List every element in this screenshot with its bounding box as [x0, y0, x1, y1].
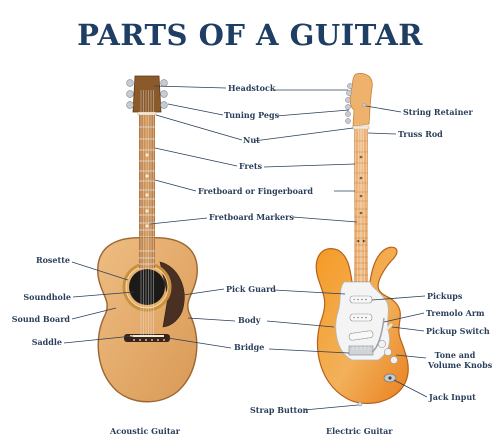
- label-strap-button: Strap Button: [250, 405, 309, 415]
- label-frets: Frets: [239, 161, 263, 171]
- label-body: Body: [238, 315, 261, 325]
- acoustic-headstock: [132, 75, 162, 113]
- electric-guitar: [315, 73, 409, 407]
- label-truss-rod: Truss Rod: [398, 129, 443, 139]
- acoustic-soundhole: [129, 269, 165, 305]
- electric-tuning-pegs: [345, 83, 353, 124]
- label-headstock: Headstock: [228, 83, 276, 93]
- label-sound-board: Sound Board: [11, 314, 70, 324]
- label-volume-knobs: Volume Knobs: [428, 360, 493, 370]
- label-tremolo-arm: Tremolo Arm: [426, 308, 485, 318]
- acoustic-strings: [140, 90, 154, 336]
- electric-tremolo-arm: [371, 317, 385, 353]
- label-bridge: Bridge: [234, 342, 265, 352]
- label-jack-input: Jack Input: [429, 392, 476, 402]
- acoustic-tuning-pegs: [126, 79, 168, 109]
- label-saddle: Saddle: [31, 337, 62, 347]
- label-soundhole: Soundhole: [23, 292, 71, 302]
- label-tone-and: Tone and: [434, 350, 476, 360]
- label-pick-guard: Pick Guard: [226, 284, 276, 294]
- acoustic-guitar: [97, 75, 198, 403]
- electric-strings: [352, 123, 370, 351]
- label-tuning-pegs: Tuning Pegs: [224, 110, 280, 120]
- label-fretboard: Fretboard or Fingerboard: [198, 186, 313, 196]
- leader-lines: [63, 85, 428, 411]
- electric-string-retainer: [362, 102, 367, 107]
- label-pickup-switch: Pickup Switch: [426, 326, 490, 336]
- label-pickups: Pickups: [427, 291, 463, 301]
- page-title: PARTS OF A GUITAR: [77, 18, 423, 52]
- label-rosette: Rosette: [35, 255, 70, 265]
- electric-knobs: [378, 340, 398, 364]
- label-fretboard-markers: Fretboard Markers: [209, 212, 294, 222]
- label-nut: Nut: [243, 135, 260, 145]
- label-string-retainer: String Retainer: [403, 107, 473, 117]
- electric-headstock: [349, 73, 373, 127]
- caption-acoustic-guitar: Acoustic Guitar: [110, 426, 180, 436]
- caption-electric-guitar: Electric Guitar: [326, 426, 393, 436]
- electric-strap-button: [357, 401, 363, 407]
- acoustic-saddle: [130, 335, 164, 337]
- electric-pickup-switch: [385, 323, 393, 331]
